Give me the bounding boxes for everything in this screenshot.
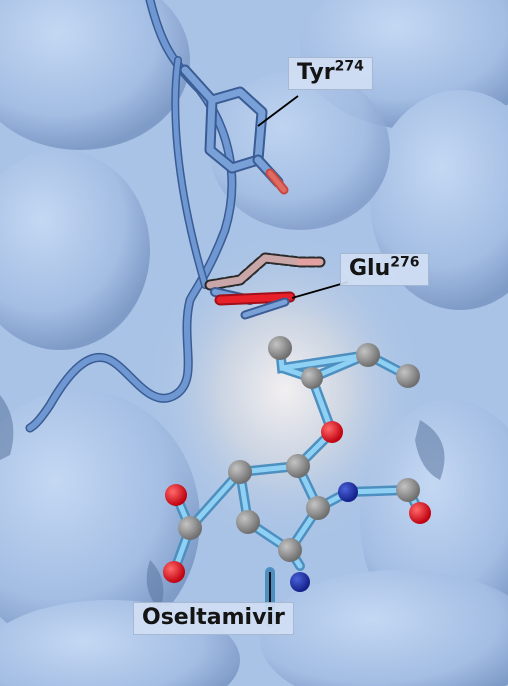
carbon-atom — [286, 454, 310, 478]
carbon-atom — [306, 496, 330, 520]
glu276-sidechain — [204, 252, 326, 320]
oxygen-atom — [165, 484, 187, 506]
carbon-atom — [356, 343, 380, 367]
glu-leader-line — [291, 281, 349, 299]
oxygen-atom — [321, 421, 343, 443]
oseltamivir-atoms — [163, 336, 431, 592]
surface-shadows — [0, 395, 445, 610]
carbon-atom — [178, 516, 202, 540]
carbon-atom — [268, 336, 292, 360]
tyr-label-name: Tyr — [297, 60, 335, 85]
oseltamivir-molecule — [163, 336, 431, 627]
nitrogen-atom — [338, 482, 358, 502]
tyr-label-number: 274 — [334, 58, 364, 75]
oxygen-atom — [409, 502, 431, 524]
carbon-atom — [236, 510, 260, 534]
oseltamivir-label: Oseltamivir — [133, 602, 294, 636]
oxygen-atom — [163, 561, 185, 583]
label-leaders — [257, 95, 349, 604]
glu-label-number: 276 — [390, 254, 420, 271]
tyr274-label: Tyr274 — [288, 57, 373, 91]
tyr-leader-line — [257, 95, 299, 127]
binding-pocket — [145, 230, 425, 550]
carbon-atom — [301, 367, 323, 389]
carbon-atom — [228, 460, 252, 484]
carbon-atom — [396, 364, 420, 388]
glu276-label: Glu276 — [340, 253, 429, 287]
glu-label-name: Glu — [349, 256, 391, 281]
nitrogen-atom — [290, 572, 310, 592]
tyr274-sidechain — [179, 64, 289, 195]
carbon-atom — [396, 478, 420, 502]
carbon-atom — [278, 538, 302, 562]
oseltamivir-label-name: Oseltamivir — [142, 605, 285, 630]
